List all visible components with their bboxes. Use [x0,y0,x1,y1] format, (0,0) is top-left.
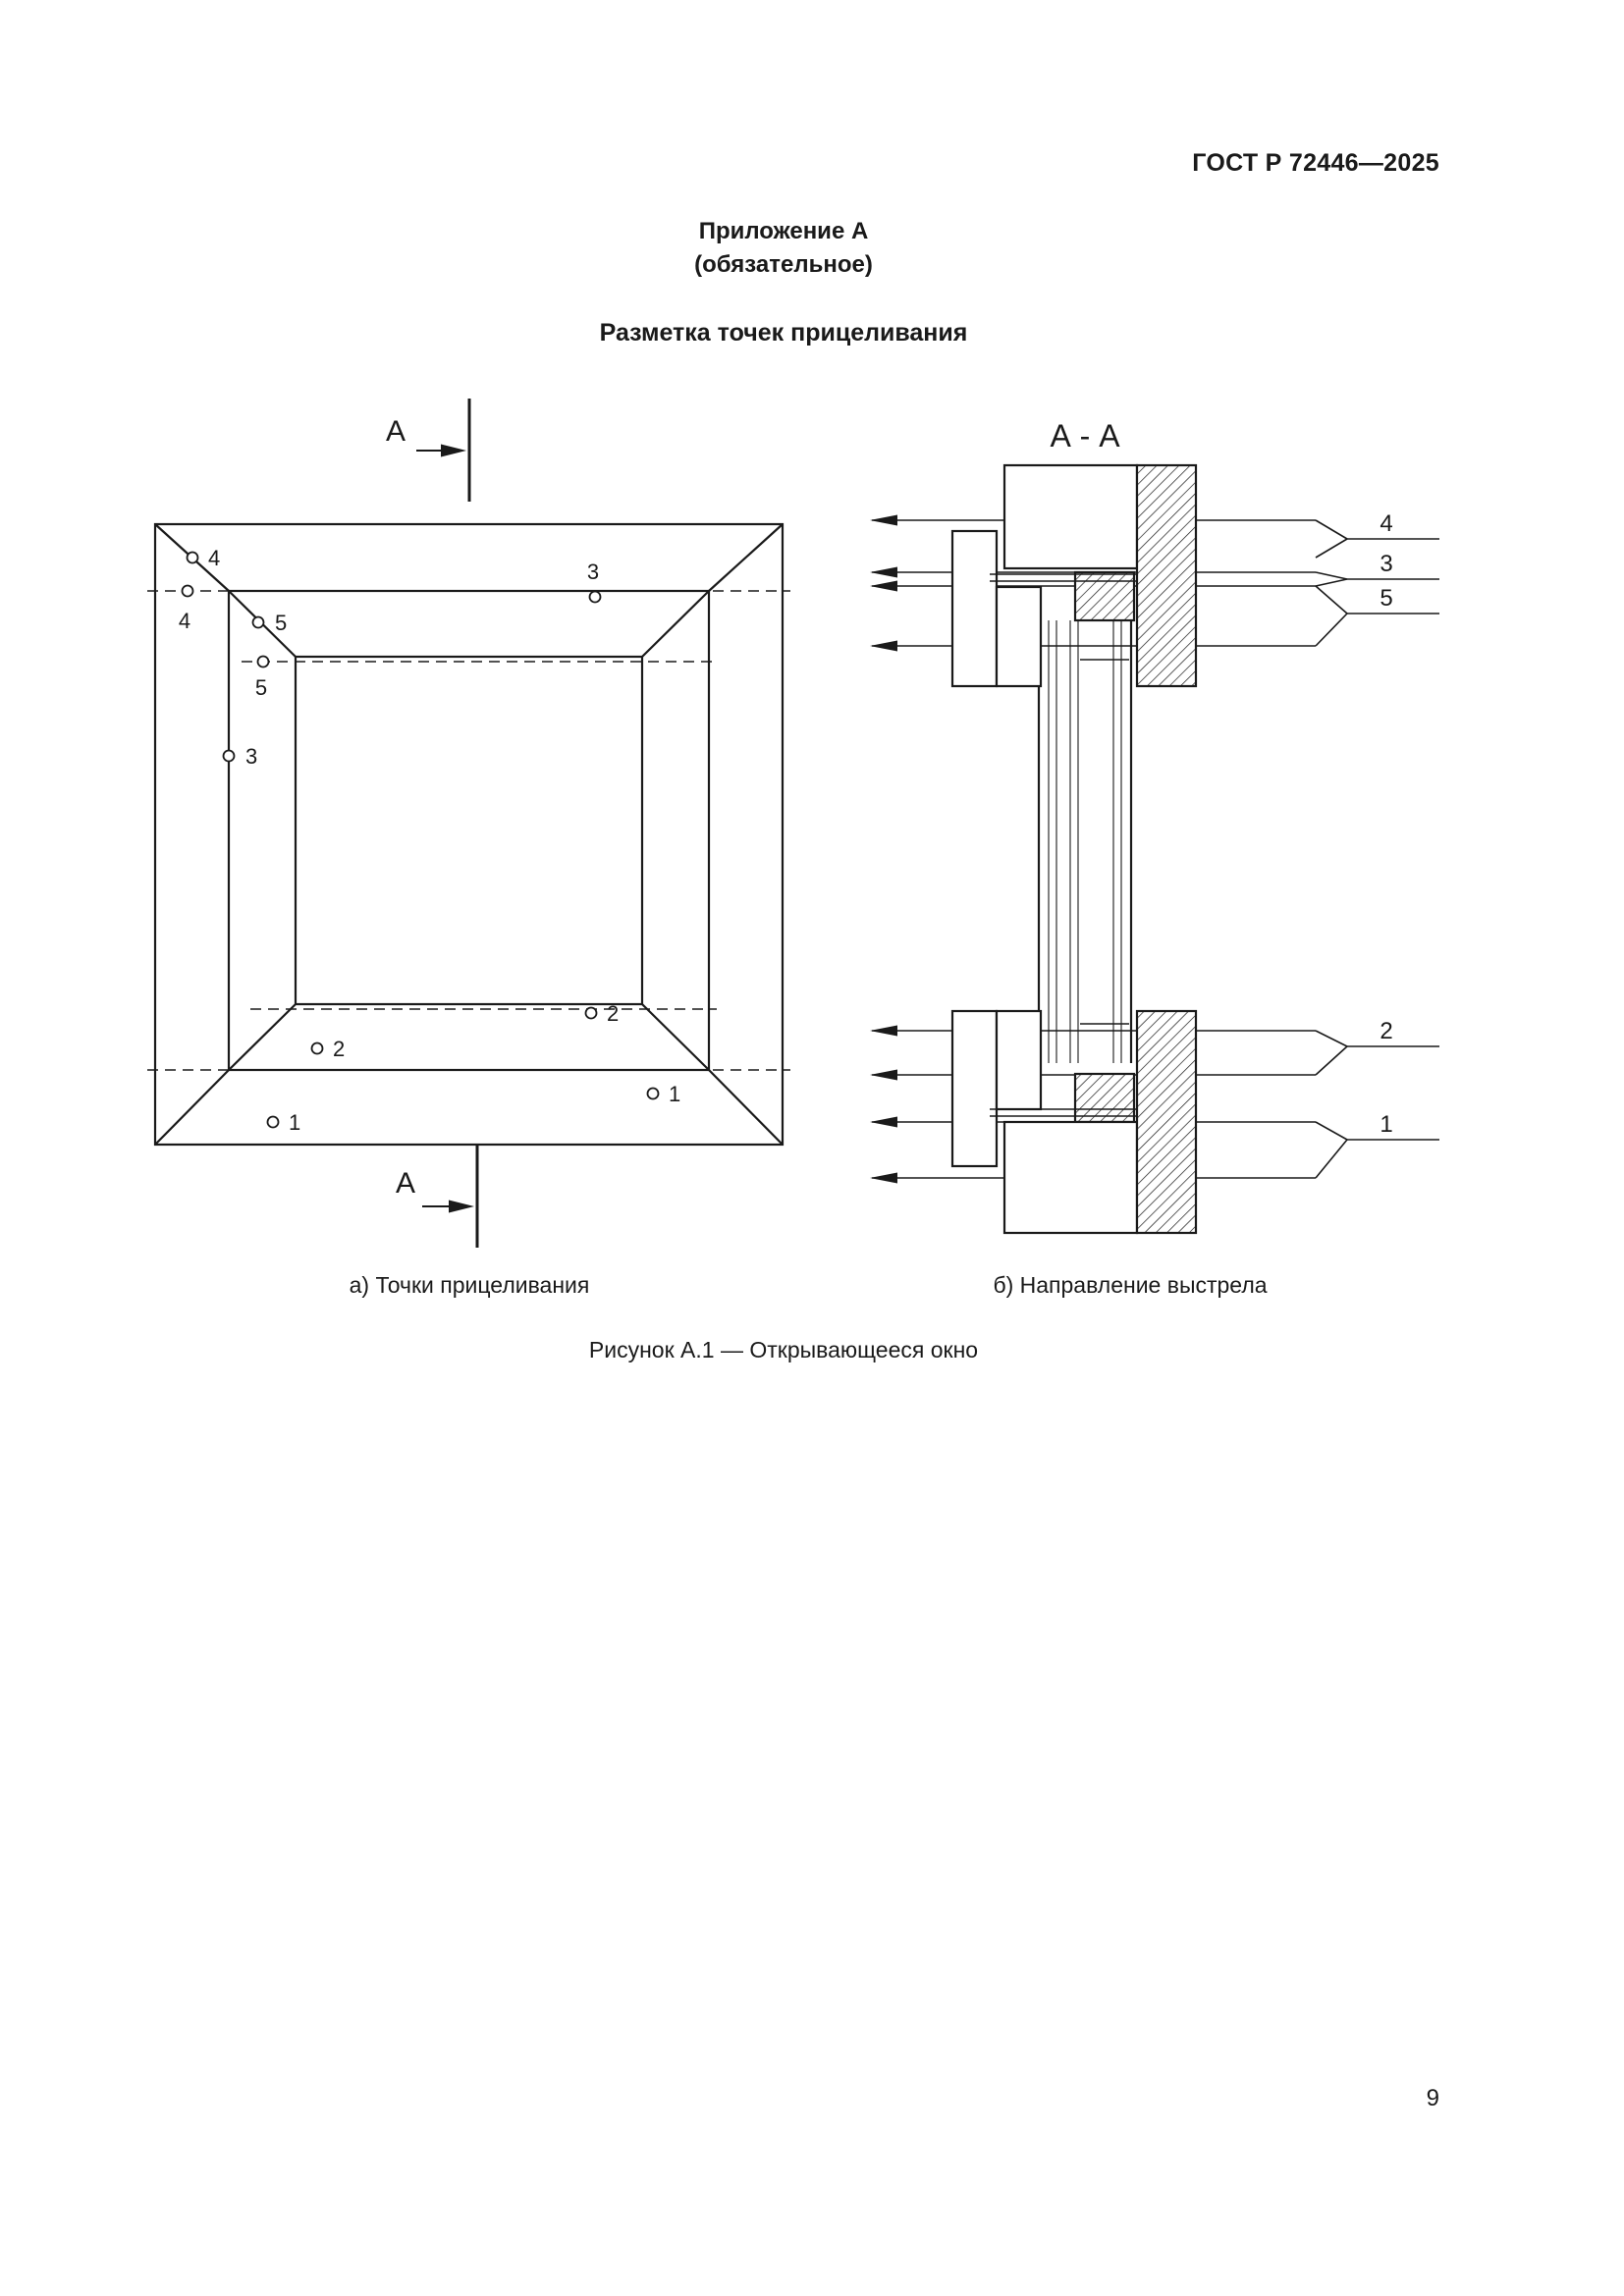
aiming-point-5a [251,615,265,629]
page-number: 9 [1426,2085,1439,2111]
aiming-point-2b [310,1041,324,1055]
sash-hatch-bottom [1073,1072,1136,1124]
aiming-point-4b [181,584,194,598]
section-cut-bottom [422,1145,479,1248]
appendix-status: (обязательное) [694,251,873,278]
aiming-point-2a [584,1006,598,1020]
aiming-point-5b [256,655,270,668]
window-frames [153,522,785,1147]
dashed-centerlines [147,590,790,1071]
section-bottom-assembly [950,1009,1198,1235]
cut-arrowhead-bottom [449,1200,474,1213]
aiming-point-3b [222,749,236,763]
glazing-lines [1037,620,1133,1063]
point-label: 1 [289,1110,300,1135]
point-label: 5 [255,675,267,700]
point-label: 2 [333,1037,345,1061]
callout-number: 3 [1380,551,1392,577]
callout-number: 5 [1380,585,1392,612]
section-top-assembly [950,463,1198,688]
section-view-title: А - А [1050,418,1120,454]
shot-arrow-2-upper [870,1025,1316,1037]
standard-designation: ГОСТ Р 72446—2025 [1192,149,1439,177]
position-callouts: 4 3 5 2 [1315,510,1439,1179]
frame-sill-section [1002,1120,1139,1235]
sash-lip-bottom [950,1009,999,1168]
aiming-point-3a [588,590,602,604]
callout-number: 4 [1380,510,1392,537]
point-label: 2 [607,1001,619,1026]
sash-step-top [995,585,1043,688]
point-label: 4 [179,609,190,633]
subcaption-b: б) Направление выстрела [993,1272,1268,1298]
appendix-title: Разметка точек прицеливания [599,319,968,347]
point-label: 1 [669,1082,680,1106]
aiming-point-labels: 4 4 3 5 5 3 2 2 1 1 [179,546,680,1135]
shot-arrow-5-lower [870,640,1316,652]
callout-5: 5 [1315,585,1439,647]
aiming-points [181,551,660,1129]
cut-arrowhead-top [441,444,466,457]
point-label: 4 [208,546,220,570]
aiming-point-4a [186,551,199,564]
sash-step-bottom [995,1009,1043,1111]
plan-view: А А 4 4 3 5 5 3 [147,399,790,1248]
point-label: 3 [245,744,257,769]
callout-4: 4 [1315,510,1439,559]
sash-lip-top [950,529,999,688]
section-view: А - А [870,418,1439,1235]
outer-frame [153,522,785,1147]
middle-frame [227,589,711,1072]
wall-hatch-bottom [1135,1009,1198,1235]
wall-hatch-top [1135,463,1198,688]
section-cut-top [416,399,471,502]
cut-letter-top: А [386,415,406,448]
cut-letter-bottom: А [396,1167,415,1200]
point-label: 3 [587,560,599,584]
callout-number: 1 [1380,1111,1392,1138]
callout-1: 1 [1315,1111,1439,1179]
frame-head-section [1002,463,1139,570]
aiming-point-1a [646,1087,660,1100]
figure-caption: Рисунок А.1 — Открывающееся окно [588,1337,979,1362]
callout-2: 2 [1315,1018,1439,1076]
callout-3: 3 [1315,551,1439,587]
subcaption-a: а) Точки прицеливания [349,1272,590,1298]
inner-frame [294,655,644,1006]
aiming-point-1b [266,1115,280,1129]
sash-hatch-top [1073,570,1136,622]
appendix-name: Приложение А [698,218,869,244]
callout-number: 2 [1380,1018,1392,1044]
point-label: 5 [275,611,287,635]
